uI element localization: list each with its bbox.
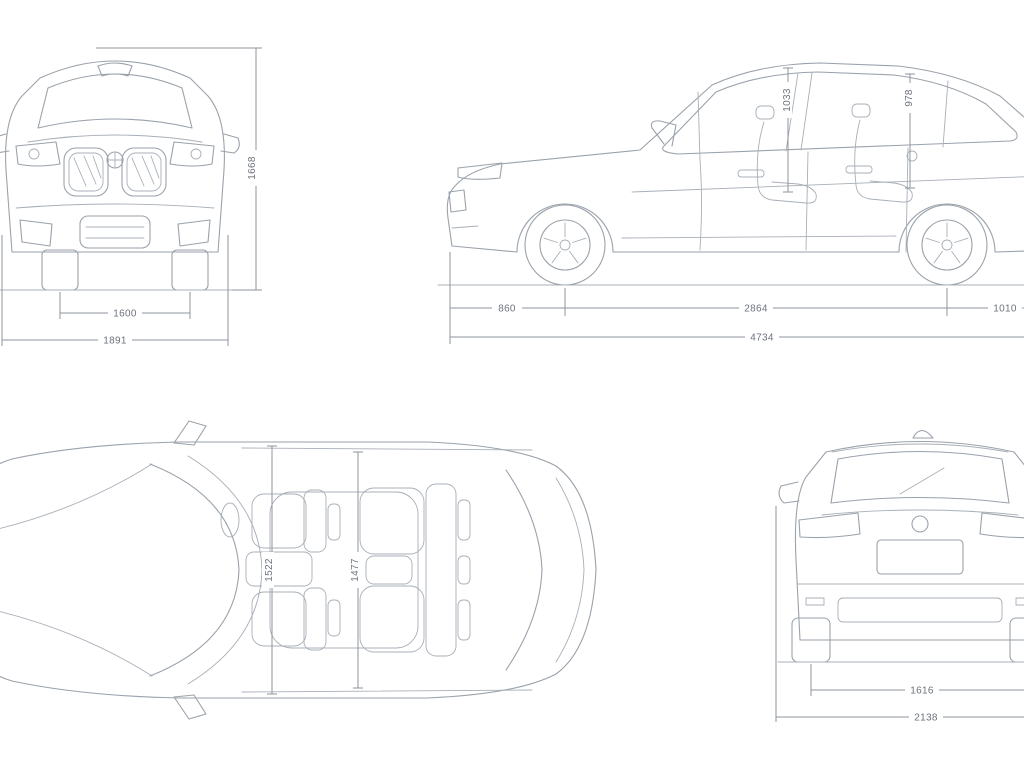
overhang-rear-value: 1010 [993,304,1017,315]
side-bumper-detail [451,225,479,229]
rear-wiper [899,467,945,495]
front-bumper [15,203,215,249]
dim-track-rear-label: 1616 [905,684,939,697]
rear-roof-spoiler-line [831,443,1009,453]
dim-overall-width-label: 1891 [98,334,132,347]
rear-tailgate-crease [821,509,1019,516]
overhang-front-value: 860 [498,304,516,315]
top-body-outline [0,441,597,699]
top-rear-seats [359,483,471,657]
rear-window [830,450,1010,504]
front-mirrors [0,133,240,154]
front-body-outline [5,60,225,253]
top-tailgate-edge [555,477,585,663]
front-windshield [37,62,193,129]
front-hood-line [27,134,203,143]
rear-antenna-fin [912,429,934,439]
dim-overhang-front-label: 860 [492,302,522,315]
dim-width-incl-mirrors-label: 2138 [909,711,943,724]
wheelbase-value: 2864 [744,304,768,315]
dim-overall-length-label: 4734 [745,331,779,344]
side-character-lines [621,176,1024,239]
side-length-dim-lines [449,303,1024,342]
side-door-lines [697,91,909,253]
width-incl-mirrors-value: 2138 [914,713,938,724]
rear-view: 1616 2138 [775,429,1024,724]
top-front-seats [245,489,341,651]
side-mirror [650,120,677,147]
brand-roundel-icon [106,151,124,169]
side-front-wheel [524,204,606,286]
top-steering-wheel [220,502,240,538]
side-rear-seat [851,103,913,203]
side-front-seat [755,105,817,204]
front-view: 1668 1600 1891 [0,47,262,347]
dim-interior-width-front-label: 1522 [262,552,275,588]
rear-reflector-left [805,597,825,606]
front-wheels [41,249,209,291]
side-door-handles [737,165,873,178]
front-extension-lines [1,47,262,346]
dim-track-label: 1600 [108,307,142,320]
overall-width-value: 1891 [103,336,127,347]
rear-mirrors [778,481,800,504]
overall-length-value: 4734 [750,333,774,344]
rear-diffuser [837,597,1003,623]
interior-width-rear-value: 1477 [350,558,361,582]
rear-body-outline [794,440,1024,641]
top-view: 1522 1477 [0,420,597,720]
top-windshield [149,463,240,677]
overall-height-value: 1668 [247,156,258,180]
top-roof-rails [241,447,533,693]
track-rear-value: 1616 [910,686,934,697]
top-roof-front-edge [187,455,263,685]
side-extension-lines [449,252,948,344]
top-rear-window [505,469,543,671]
side-view: 1033 978 860 2864 1010 4734 [437,62,1024,344]
dim-overall-height-label: 1668 [245,150,258,186]
front-grille-mesh [73,155,160,187]
rear-reflector-right [1015,597,1024,606]
side-greenhouse [662,71,1018,155]
rear-license-plate [876,539,964,575]
dim-headroom-rear-label: 978 [902,83,915,113]
side-pillars [785,72,949,152]
side-rear-wheel [906,204,988,286]
dim-overhang-rear-label: 1010 [988,302,1022,315]
brand-roundel-rear-icon [911,515,929,533]
side-grille [448,189,467,213]
side-headlight [457,162,503,180]
top-sunroof [269,491,419,649]
front-headlights [15,141,215,167]
top-hood-creases [0,463,153,677]
headroom-front-value: 1033 [782,88,793,112]
side-charging-port [906,150,918,162]
dim-interior-width-rear-label: 1477 [348,552,361,588]
side-body-outline [446,62,1024,253]
track-value: 1600 [113,309,137,320]
rear-extension-lines [775,506,812,722]
interior-width-front-value: 1522 [264,558,275,582]
rear-taillights [798,512,1024,539]
dim-wheelbase-label: 2864 [739,302,773,315]
headroom-rear-value: 978 [904,89,915,107]
front-kidney-grille [63,147,167,197]
rear-width-dim-line [775,712,1024,722]
top-mirrors [173,420,207,720]
dim-headroom-front-label: 1033 [780,82,793,118]
